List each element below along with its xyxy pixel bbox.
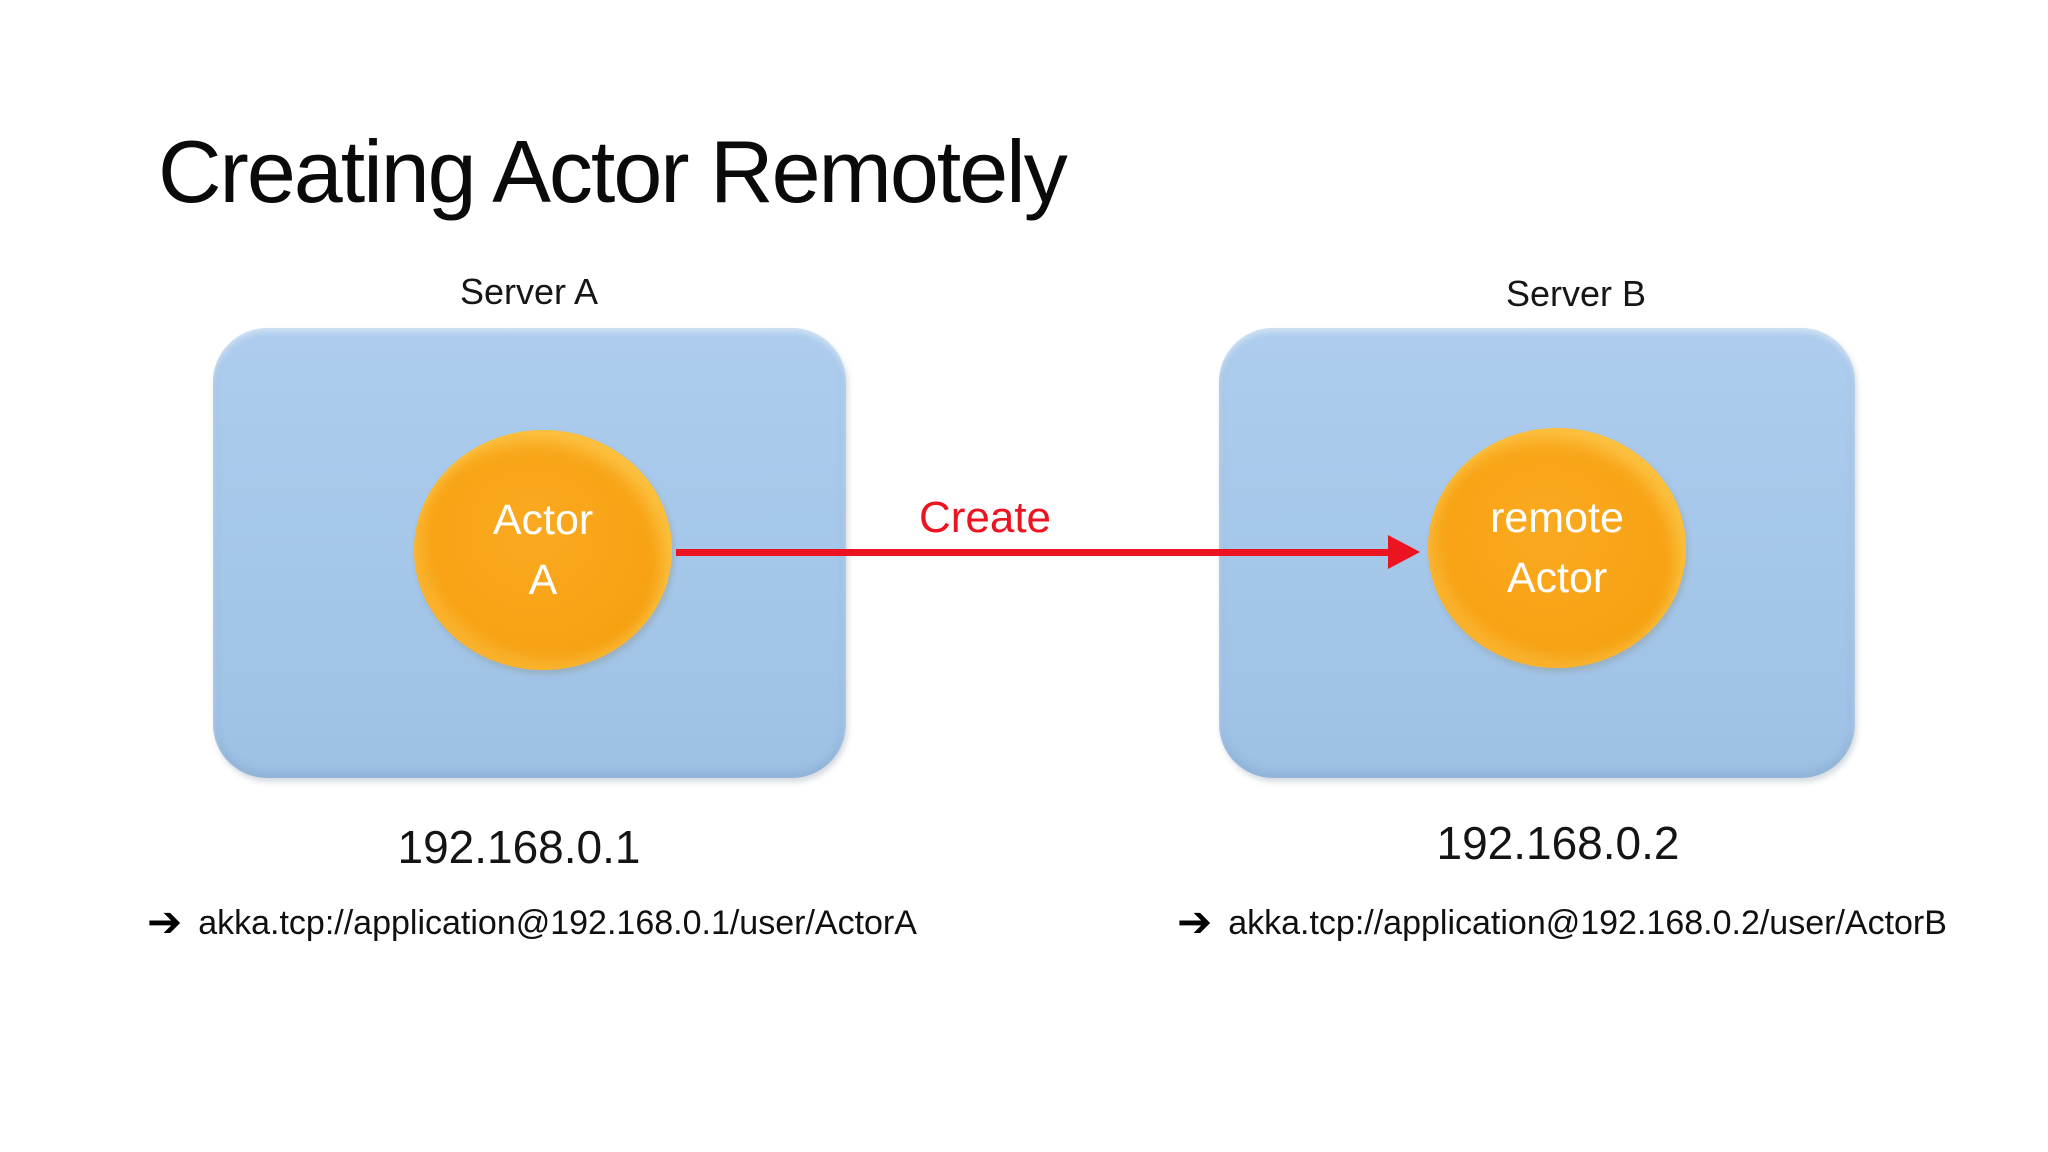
create-arrow-label: Create xyxy=(918,493,1052,542)
server-a-akka-line: ➔ akka.tcp://application@192.168.0.1/use… xyxy=(147,897,917,946)
server-b-actor-line2: Actor xyxy=(1506,554,1608,602)
server-a-actor-circle: Actor A xyxy=(414,430,672,670)
server-b-akka-line: ➔ akka.tcp://application@192.168.0.2/use… xyxy=(1177,897,1947,946)
create-arrow-head-icon xyxy=(1388,535,1420,569)
create-arrow-line xyxy=(676,549,1392,556)
arrow-bullet-icon: ➔ xyxy=(1177,897,1213,946)
server-a-akka-url: akka.tcp://application@192.168.0.1/user/… xyxy=(198,904,917,943)
server-b-actor-circle: remote Actor xyxy=(1428,428,1686,668)
arrow-bullet-icon: ➔ xyxy=(147,897,183,946)
server-a-actor-line1: Actor xyxy=(492,496,594,544)
server-a-label: Server A xyxy=(459,271,599,312)
server-b-actor-line1: remote xyxy=(1490,494,1624,542)
server-b-label: Server B xyxy=(1505,273,1647,314)
slide-title: Creating Actor Remotely xyxy=(158,122,1068,221)
server-b-ip: 192.168.0.2 xyxy=(1436,817,1680,869)
server-a-actor-line2: A xyxy=(528,556,558,604)
server-b-akka-url: akka.tcp://application@192.168.0.2/user/… xyxy=(1228,904,1947,943)
server-a-ip: 192.168.0.1 xyxy=(397,821,641,873)
